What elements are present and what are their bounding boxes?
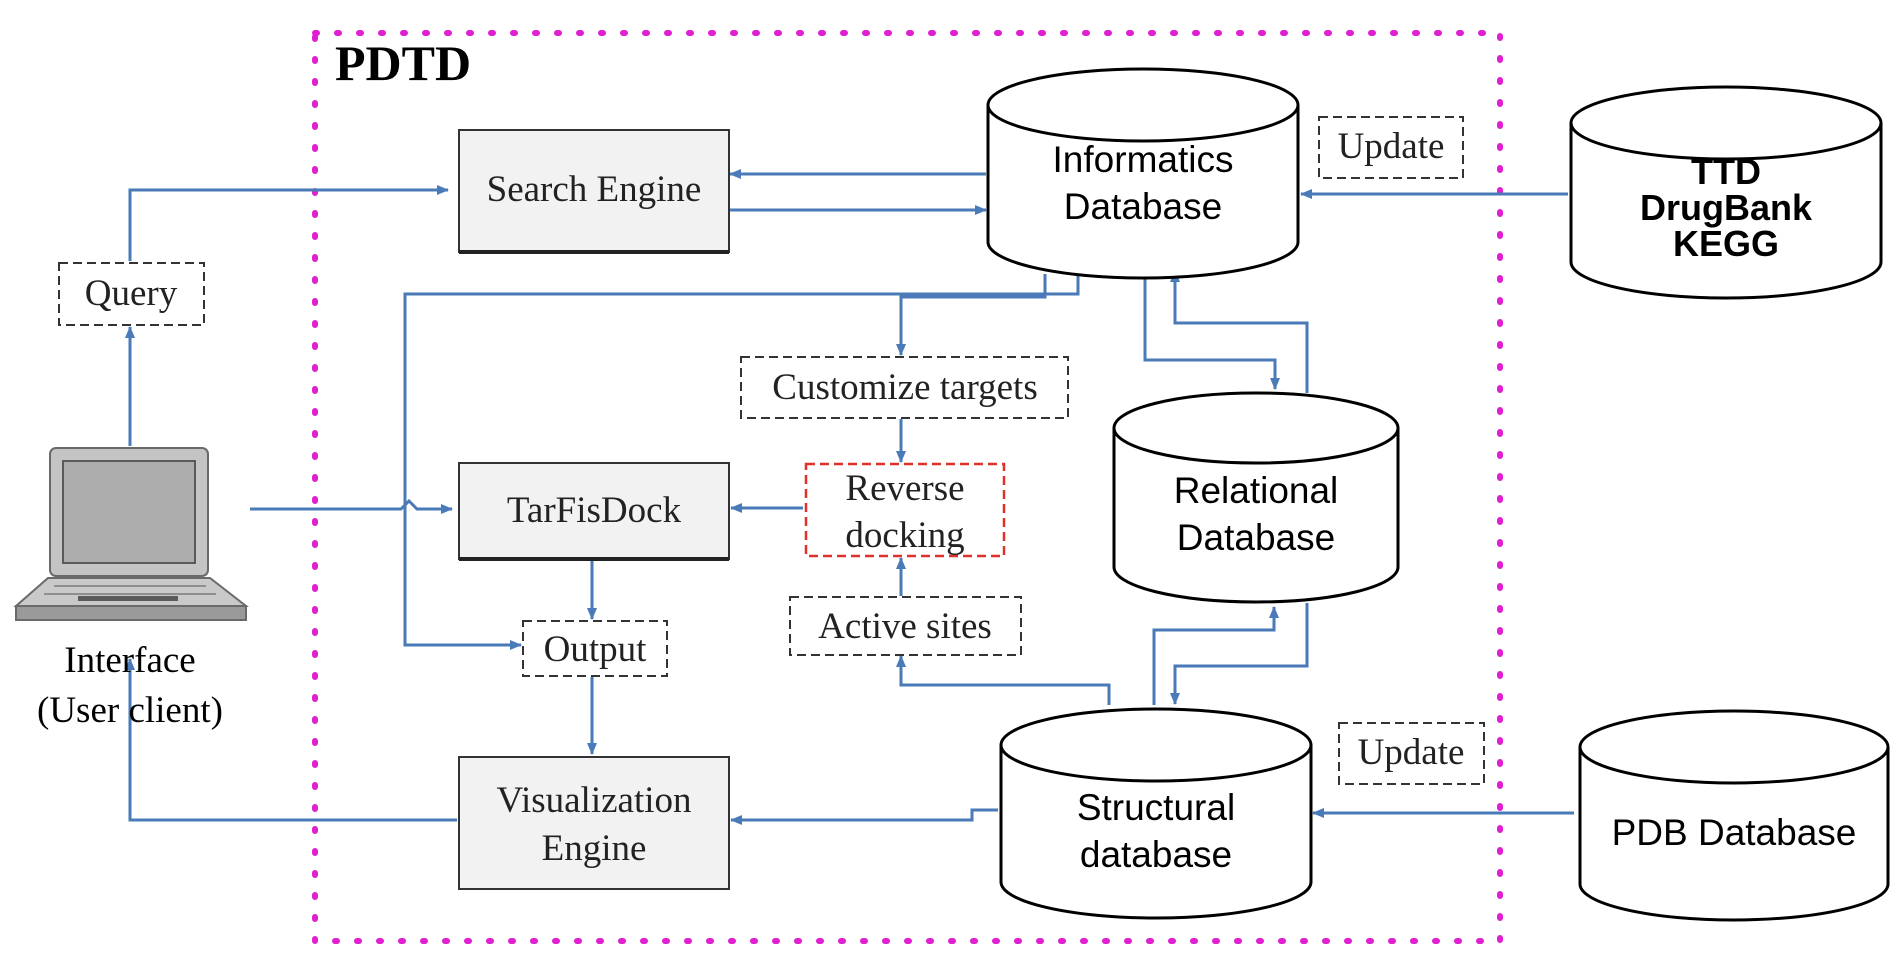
output-label: Output [544,629,648,670]
informatics-database-label-line2: Database [1064,186,1222,227]
informatics-database-label-line1: Informatics [1053,139,1234,180]
pdtd-boundary [312,30,1503,944]
laptop-icon [13,447,249,621]
kegg-label: KEGG [1673,223,1779,264]
pdb-database-label: PDB Database [1612,812,1857,853]
output-box[interactable]: Output [522,620,668,677]
active-sites-box[interactable]: Active sites [789,596,1022,656]
structural-database-label-line1: Structural [1077,787,1235,828]
visualization-engine-box[interactable]: Visualization Engine [458,756,730,890]
ttd-label: TTD [1691,151,1761,192]
relational-database-label-line2: Database [1177,517,1335,558]
interface-sublabel: (User client) [37,690,223,731]
informatics-database[interactable]: Informatics Database [986,67,1300,280]
query-box[interactable]: Query [58,262,205,326]
update-label-informatics-text: Update [1338,126,1445,167]
visualization-engine-label-line2: Engine [542,828,647,869]
interface-client[interactable]: Interface (User client) [13,447,249,731]
reverse-docking-label-line2: docking [845,515,964,556]
search-engine-box[interactable]: Search Engine [458,129,730,254]
relational-database-label-line1: Relational [1174,470,1339,511]
structural-database-label-line2: database [1080,834,1232,875]
pdb-database[interactable]: PDB Database [1578,709,1890,922]
interface-label: Interface [64,640,195,681]
update-label-structural: Update [1338,722,1485,785]
tarfisdock-label: TarFisDock [507,490,682,531]
tarfisdock-box[interactable]: TarFisDock [458,462,730,561]
reverse-docking-box[interactable]: Reverse docking [804,462,1006,558]
update-label-structural-text: Update [1358,732,1465,773]
visualization-engine-label-line1: Visualization [496,780,691,821]
customize-targets-box[interactable]: Customize targets [740,356,1069,419]
update-label-informatics: Update [1318,116,1464,179]
pdtd-title: PDTD [335,35,471,91]
relational-database[interactable]: Relational Database [1112,391,1400,604]
search-engine-label: Search Engine [487,169,702,210]
reverse-docking-label-line1: Reverse [845,468,964,509]
structural-database[interactable]: Structural database [999,707,1313,920]
query-label: Query [85,273,178,314]
drugbank-label: DrugBank [1640,187,1813,228]
ttd-drugbank-kegg-database[interactable]: TTD DrugBank KEGG [1569,85,1883,300]
connectors [125,169,1574,825]
active-sites-label: Active sites [818,606,992,647]
customize-targets-label: Customize targets [772,367,1037,408]
